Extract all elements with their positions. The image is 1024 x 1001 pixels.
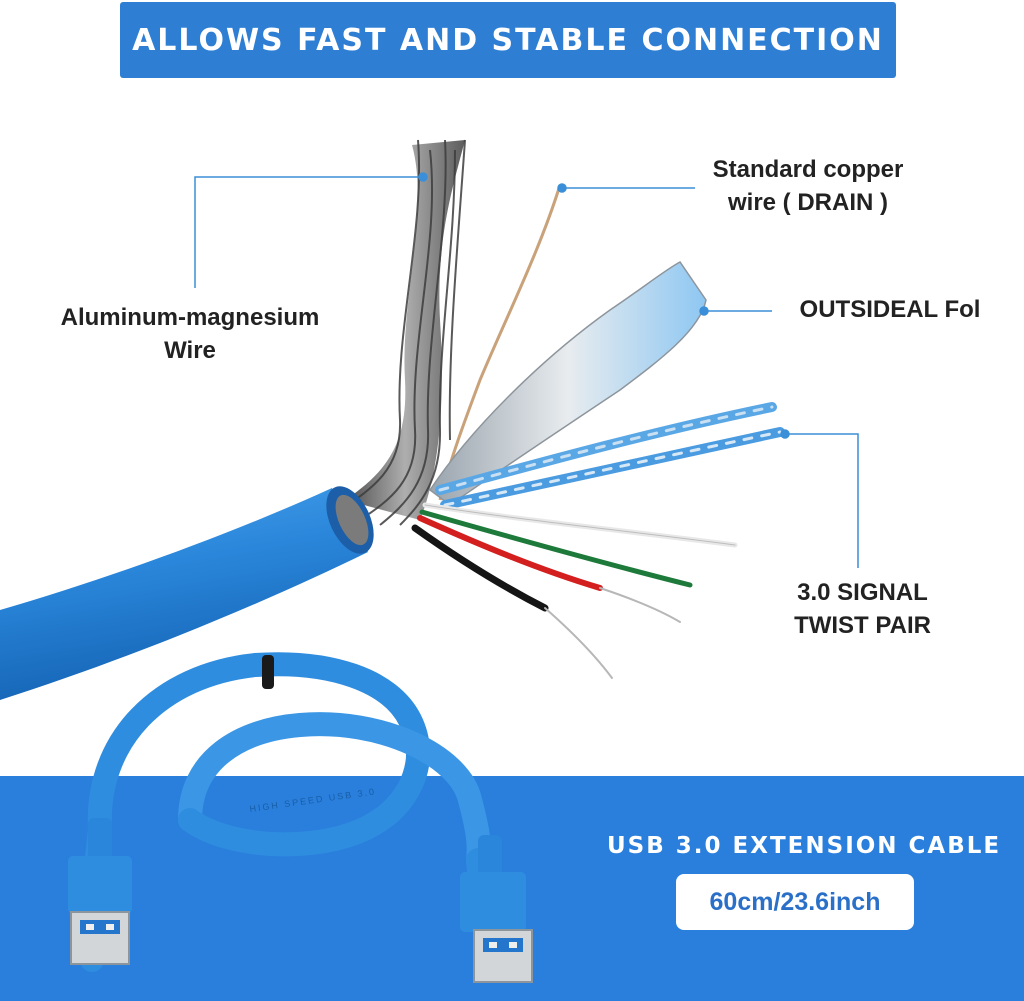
cable-jacket (0, 486, 374, 700)
callout-copper-drain: Standard copper wire ( DRAIN ) (690, 153, 926, 219)
callout-signal-pair: 3.0 SIGNAL TWIST PAIR (775, 576, 950, 642)
headline-text: ALLOWS FAST AND STABLE CONNECTION (132, 22, 884, 58)
signal-twist-pairs (435, 402, 785, 510)
callout-lines (194, 172, 859, 568)
callout-signal-line1: 3.0 SIGNAL (797, 579, 928, 606)
callout-foil: OUTSIDEAL Fol (780, 293, 1000, 326)
length-badge: 60cm/23.6inch (676, 874, 914, 930)
callout-foil-line1: OUTSIDEAL Fol (799, 296, 981, 323)
callout-aluminum-wire: Aluminum-magnesium Wire (40, 301, 340, 367)
foil-shield (428, 261, 707, 506)
product-title: USB 3.0 EXTENSION CABLE (607, 833, 1002, 859)
usb-connector-left (68, 818, 132, 965)
callout-aluminum-line2: Wire (164, 337, 216, 364)
length-text: 60cm/23.6inch (709, 887, 881, 916)
callout-copper-line1: Standard copper (712, 156, 904, 183)
braided-shield (339, 139, 466, 526)
callout-aluminum-line1: Aluminum-magnesium (60, 304, 320, 331)
usb-connector-right (460, 835, 533, 983)
headline-banner: ALLOWS FAST AND STABLE CONNECTION (120, 2, 896, 78)
inner-wires (411, 502, 738, 679)
drain-wire (438, 184, 562, 501)
callout-copper-line2: wire ( DRAIN ) (727, 189, 888, 216)
callout-signal-line2: TWIST PAIR (794, 612, 931, 639)
